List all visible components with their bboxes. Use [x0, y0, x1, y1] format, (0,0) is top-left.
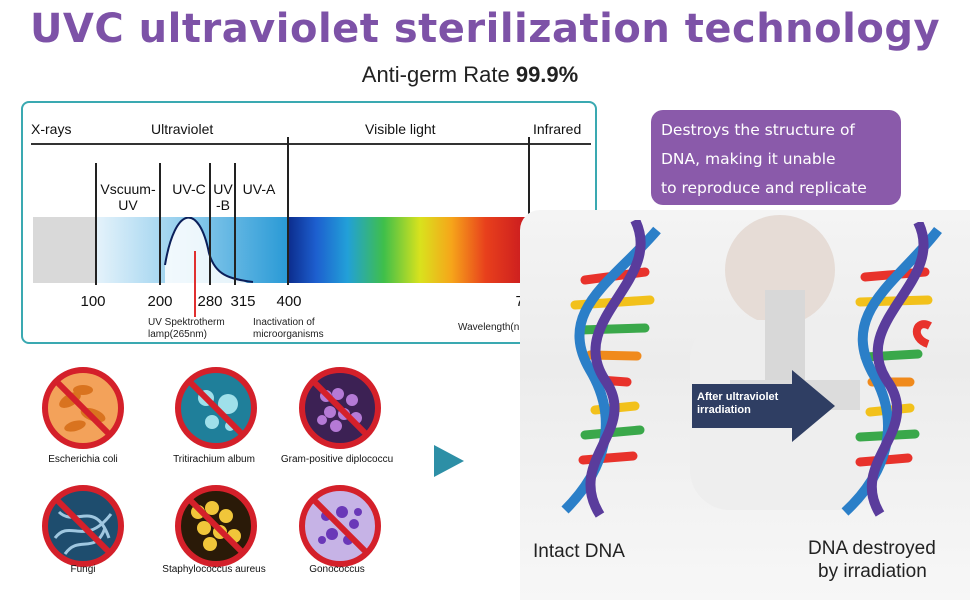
diplococcus-icon: [299, 367, 381, 449]
tick-400: 400: [276, 293, 302, 310]
info-line-2: DNA, making it unable: [661, 150, 836, 168]
dna-destruction-info: Destroys the structure of DNA, making it…: [651, 110, 901, 205]
subtitle-prefix: Anti-germ Rate: [361, 62, 516, 87]
divider-200nm: [159, 163, 161, 285]
staphylococcus-icon: [175, 485, 257, 567]
note-inactivation: Inactivation of microorganisms: [253, 317, 324, 340]
anti-germ-rate-value: 99.9%: [515, 62, 579, 87]
divider-280nm: [209, 163, 211, 285]
tick-280: 280: [197, 293, 223, 310]
tritirachium-icon: [175, 367, 257, 449]
destroyed-dna-label-line1: DNA destroyed: [808, 538, 936, 559]
divider-780nm: [528, 137, 530, 285]
page-subtitle: Anti-germ Rate 99.9%: [0, 62, 940, 88]
e-coli-icon: [42, 367, 124, 449]
note-uv-lamp: UV Spektrotherm lamp(265nm): [148, 317, 225, 340]
gonococcus-icon: [299, 485, 381, 567]
microbe-label-gonococcus: Gonococcus: [309, 564, 365, 575]
info-line-1: Destroys the structure of: [661, 121, 855, 139]
after-irradiation-label: After ultraviolet irradiation: [697, 391, 779, 416]
wavelength-axis-label: Wavelength(nm): [458, 322, 531, 333]
band-label-uva: UV-A: [242, 181, 276, 197]
band-label-uvb: UV -B: [213, 181, 233, 213]
page-title: UVC ultraviolet sterilization technology: [29, 6, 941, 52]
band-label-ultraviolet: Ultraviolet: [151, 121, 214, 137]
spectrum-color-bar: [33, 217, 593, 283]
band-label-visible: Visible light: [365, 121, 436, 137]
microbe-label-escherichia-coli: Escherichia coli: [48, 454, 118, 465]
band-label-uvc: UV-C: [172, 181, 206, 197]
divider-315nm: [234, 163, 236, 285]
intact-dna-label: Intact DNA: [533, 541, 625, 562]
info-line-3: to reproduce and replicate: [661, 179, 867, 197]
tick-200: 200: [147, 293, 173, 310]
destroyed-dna-helix-icon: [841, 222, 942, 517]
microbe-label-tritirachium-album: Tritirachium album: [173, 454, 255, 465]
tick-315: 315: [230, 293, 256, 310]
divider-100nm: [95, 163, 97, 285]
microbe-label-gram-positive-diplococcu: Gram-positive diplococcu: [280, 454, 394, 465]
band-label-infrared: Infrared: [533, 121, 582, 137]
divider-400nm: [287, 137, 289, 285]
destroyed-dna-label-line2: by irradiation: [818, 561, 927, 582]
band-label-vacuum-uv: Vscuum- UV: [100, 181, 156, 213]
lamp-265nm-marker: [194, 251, 196, 317]
microbe-label-fungi: Fungi: [70, 564, 96, 575]
fungi-icon: [42, 485, 124, 567]
band-label-xrays: X-rays: [31, 121, 72, 137]
play-triangle-icon: [434, 445, 464, 477]
tick-100: 100: [80, 293, 106, 310]
intact-dna-helix-icon: [561, 220, 661, 518]
spectrum-top-rule: [31, 143, 591, 145]
after-irradiation-arrow-icon: [692, 370, 835, 442]
uv-spectrum-panel: X-rays Ultraviolet Visible light Infrare…: [21, 101, 597, 344]
microbe-label-staphylococcus-aureus: Staphylococcus aureus: [162, 564, 266, 575]
